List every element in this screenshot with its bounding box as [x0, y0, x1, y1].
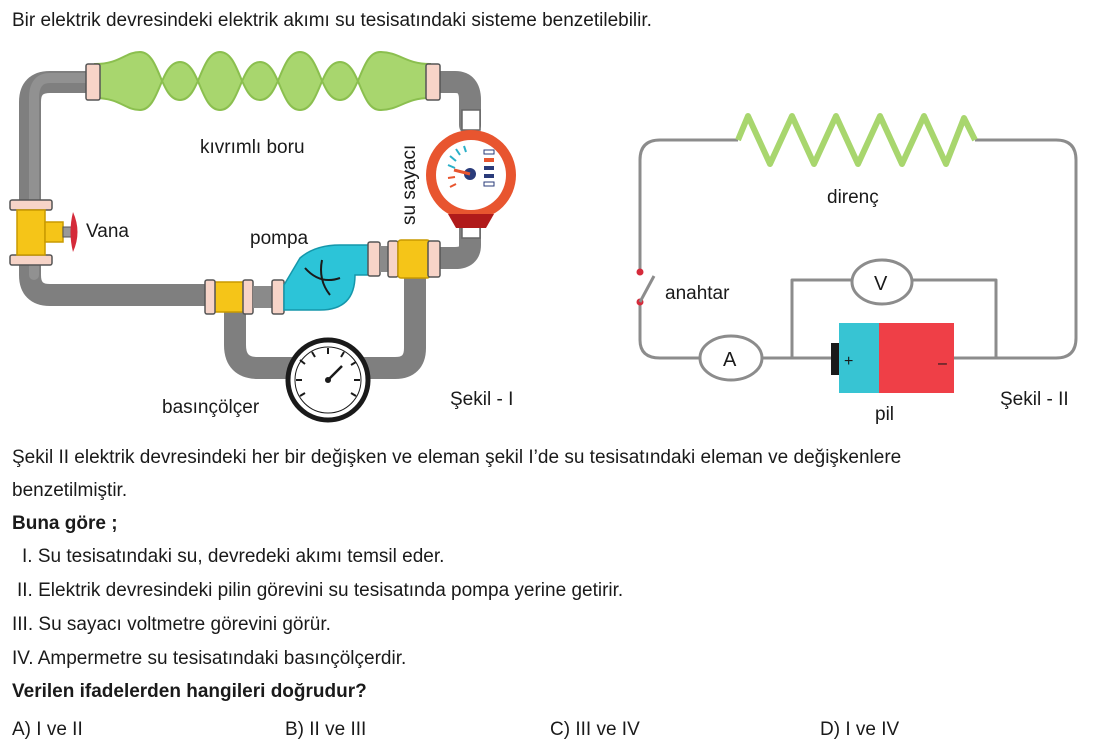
intro-text: Bir elektrik devresindeki elektrik akımı…	[12, 10, 652, 31]
prompt-text: Buna göre ;	[12, 513, 118, 534]
resistor	[735, 113, 978, 167]
statement-3: III. Su sayacı voltmetre görevini görür.	[12, 614, 331, 635]
paragraph-line-2: benzetilmiştir.	[12, 480, 128, 501]
coil-pipe	[94, 50, 431, 112]
option-b[interactable]: B) II ve III	[285, 719, 367, 740]
statement-1: I. Su tesisatındaki su, devredeki akımı …	[22, 546, 445, 567]
voltmeter	[850, 258, 914, 306]
figure-electric-circuit: V A + – direnç anahtar pil Şekil - II	[636, 113, 1078, 425]
battery-plus: +	[844, 353, 853, 370]
option-a[interactable]: A) I ve II	[12, 719, 83, 740]
meter-label: su sayacı	[399, 145, 420, 225]
figure2-caption: Şekil - II	[1000, 389, 1069, 410]
pump-label: pompa	[250, 228, 309, 249]
coil-collar-right	[425, 63, 441, 101]
switch	[636, 268, 656, 306]
circuit-wires	[638, 138, 1078, 360]
battery-minus: –	[938, 355, 947, 372]
ammeter	[698, 334, 764, 382]
coil-label: kıvrımlı boru	[200, 137, 305, 158]
valve	[9, 199, 78, 266]
pump	[204, 239, 441, 315]
voltmeter-symbol: V	[874, 273, 888, 295]
statement-2: II. Elektrik devresindeki pilin görevini…	[17, 580, 624, 601]
statement-4: IV. Ampermetre su tesisatındaki basınçöl…	[12, 648, 407, 669]
coil-collar-left	[85, 63, 101, 101]
figure1-caption: Şekil - I	[450, 389, 513, 410]
question-text: Verilen ifadelerden hangileri doğrudur?	[12, 681, 367, 702]
option-c[interactable]: C) III ve IV	[550, 719, 640, 740]
paragraph-line-1: Şekil II elektrik devresindeki her bir d…	[12, 447, 902, 468]
battery	[831, 323, 954, 393]
pressure-gauge	[285, 337, 371, 423]
switch-label: anahtar	[665, 283, 730, 304]
ammeter-symbol: A	[723, 349, 737, 371]
option-d[interactable]: D) I ve IV	[820, 719, 900, 740]
water-meter	[426, 109, 516, 239]
battery-label: pil	[875, 404, 894, 425]
figure-water-installation: kıvrımlı boru su sayacı Vana pompa basın…	[9, 50, 516, 423]
resistor-label: direnç	[827, 187, 879, 208]
gauge-label: basınçölçer	[162, 397, 260, 418]
valve-label: Vana	[86, 221, 129, 242]
